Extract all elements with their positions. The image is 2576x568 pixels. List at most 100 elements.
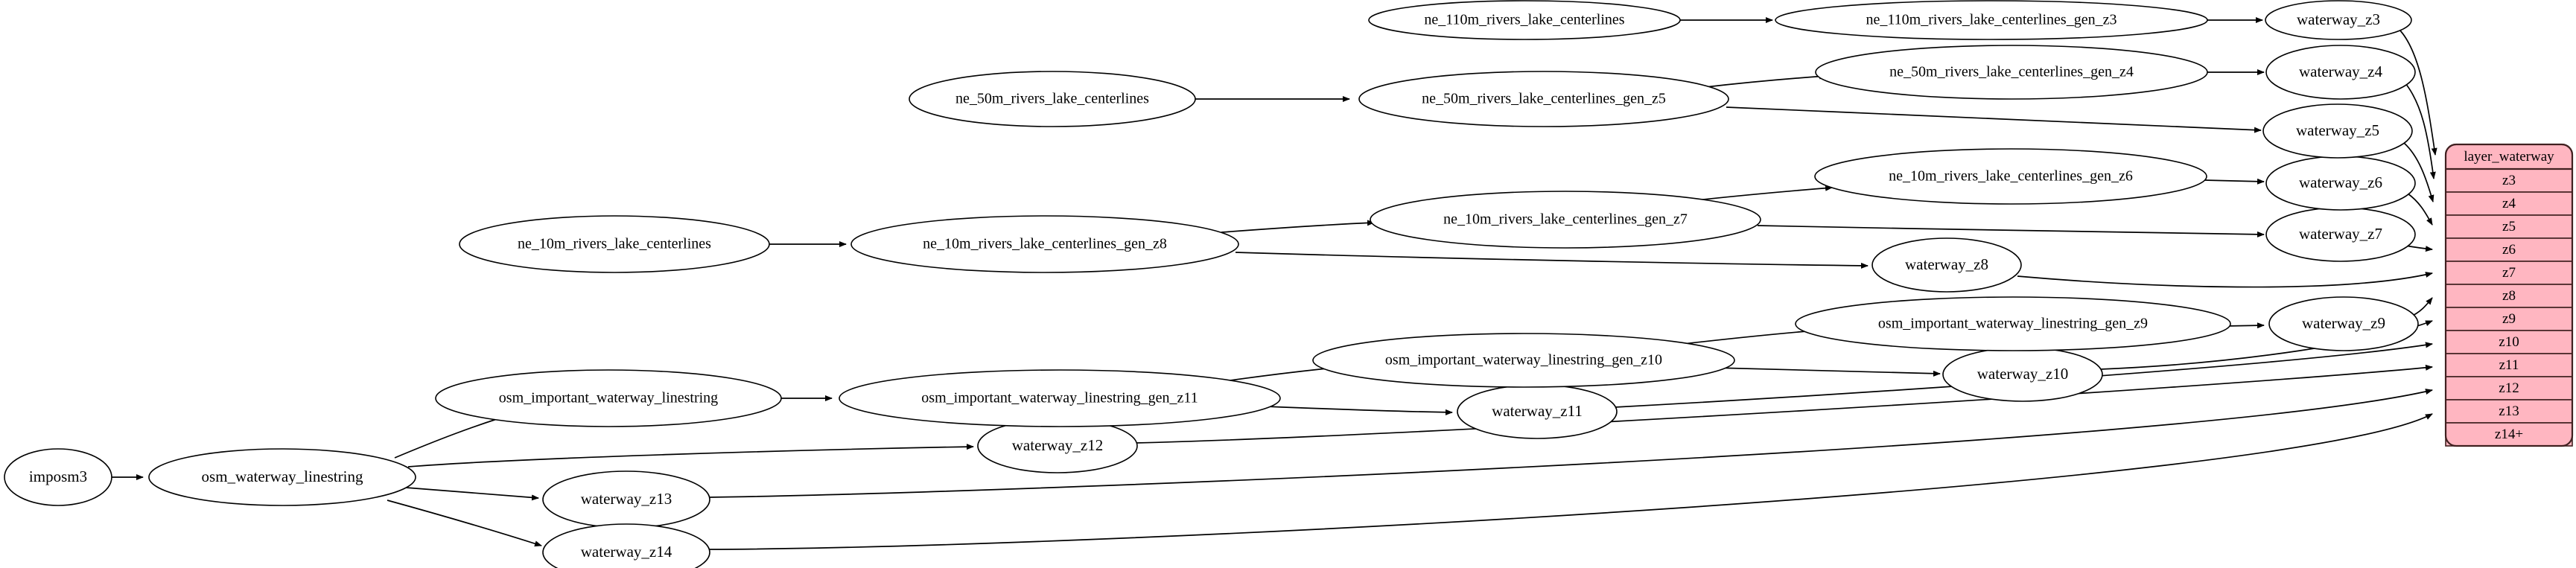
edge-path	[2405, 245, 2433, 252]
node-waterway_z12[interactable]: waterway_z12	[977, 418, 1138, 473]
record-row-z8[interactable]: z8	[2445, 284, 2573, 308]
record-row-label: z7	[2502, 265, 2516, 281]
edge-waterway_z8-to-layer_waterway.z8	[2017, 272, 2433, 288]
node-ne_50m_rivers_lake_centerlines_gen_z4[interactable]: ne_50m_rivers_lake_centerlines_gen_z4	[1815, 45, 2208, 100]
node-waterway_z14[interactable]: waterway_z14	[542, 523, 710, 568]
edge-ne_50m_rivers_lake_centerlines_gen_z5-to-ne_50m_rivers_lake_centerlines_gen_z4	[1705, 73, 1827, 88]
node-waterway_z13[interactable]: waterway_z13	[542, 470, 710, 529]
node-ne_10m_rivers_lake_centerlines_gen_z7[interactable]: ne_10m_rivers_lake_centerlines_gen_z7	[1370, 191, 1761, 249]
node-shape	[1368, 0, 1681, 40]
node-label: ne_110m_rivers_lake_centerlines	[1424, 12, 1624, 28]
node-waterway_z11[interactable]: waterway_z11	[1457, 384, 1618, 439]
node-shape	[148, 448, 416, 506]
edge-path	[1235, 252, 1869, 269]
edge-waterway_z3-to-layer_waterway.z3	[2399, 29, 2437, 156]
node-shape	[2262, 103, 2413, 159]
node-osm_important_waterway_linestring[interactable]: osm_important_waterway_linestring	[435, 369, 782, 427]
node-label: ne_50m_rivers_lake_centerlines_gen_z4	[1889, 64, 2134, 80]
node-label: waterway_z8	[1905, 255, 1988, 273]
edge-path	[2405, 83, 2436, 179]
record-row-z5[interactable]: z5	[2445, 214, 2573, 239]
node-waterway_z9[interactable]: waterway_z9	[2268, 296, 2419, 351]
node-shape	[2265, 0, 2412, 40]
record-row-z13[interactable]: z13	[2445, 399, 2573, 424]
edge-path	[707, 413, 2433, 550]
record-row-label: z8	[2502, 288, 2516, 304]
record-row-z12[interactable]: z12	[2445, 376, 2573, 401]
node-shape	[4, 448, 112, 506]
record-row-cell	[2445, 237, 2573, 262]
node-waterway_z4[interactable]: waterway_z4	[2265, 45, 2416, 100]
record-row-z7[interactable]: z7	[2445, 261, 2573, 285]
node-waterway_z7[interactable]: waterway_z7	[2265, 207, 2416, 262]
record-row-cell	[2445, 330, 2573, 354]
record-row-z14+[interactable]: z14+	[2445, 422, 2573, 447]
edge-waterway_z7-to-layer_waterway.z7	[2405, 245, 2433, 252]
edge-ne_10m_rivers_lake_centerlines_gen_z8-to-waterway_z8	[1235, 252, 1869, 269]
node-label: waterway_z13	[581, 490, 672, 508]
node-ne_10m_rivers_lake_centerlines_gen_z8[interactable]: ne_10m_rivers_lake_centerlines_gen_z8	[850, 215, 1239, 273]
node-waterway_z5[interactable]: waterway_z5	[2262, 103, 2413, 159]
node-waterway_z3[interactable]: waterway_z3	[2265, 0, 2412, 40]
node-ne_50m_rivers_lake_centerlines_gen_z5[interactable]: ne_50m_rivers_lake_centerlines_gen_z5	[1358, 71, 1729, 127]
node-osm_waterway_linestring[interactable]: osm_waterway_linestring	[148, 448, 416, 506]
record-header-label: layer_waterway	[2464, 149, 2554, 165]
node-label: ne_110m_rivers_lake_centerlines_gen_z3	[1866, 12, 2117, 28]
edge-path	[405, 487, 539, 501]
node-shape	[1795, 296, 2231, 351]
record-row-label: z5	[2502, 219, 2516, 234]
node-label: ne_50m_rivers_lake_centerlines	[955, 91, 1149, 107]
node-osm_important_waterway_linestring_gen_z10[interactable]: osm_important_waterway_linestring_gen_z1…	[1312, 333, 1735, 388]
node-waterway_z6[interactable]: waterway_z6	[2265, 156, 2416, 211]
record-row-cell	[2445, 307, 2573, 331]
node-label: waterway_z4	[2299, 63, 2382, 80]
node-ne_10m_rivers_lake_centerlines_gen_z6[interactable]: ne_10m_rivers_lake_centerlines_gen_z6	[1814, 148, 2207, 205]
node-shape	[1312, 333, 1735, 388]
node-ne_110m_rivers_lake_centerlines[interactable]: ne_110m_rivers_lake_centerlines	[1368, 0, 1681, 40]
node-shape	[1815, 45, 2208, 100]
node-label: waterway_z11	[1492, 402, 1583, 420]
node-osm_important_waterway_linestring_gen_z9[interactable]: osm_important_waterway_linestring_gen_z9	[1795, 296, 2231, 351]
record-row-z10[interactable]: z10	[2445, 330, 2573, 354]
record-row-label: z3	[2502, 173, 2516, 188]
node-label: ne_10m_rivers_lake_centerlines_gen_z7	[1443, 211, 1688, 228]
node-label: waterway_z14	[581, 543, 672, 561]
edge-path	[407, 444, 974, 468]
edge-ne_10m_rivers_lake_centerlines_gen_z7-to-waterway_z7	[1757, 225, 2265, 237]
record-row-z3[interactable]: z3	[2445, 168, 2573, 193]
edge-path	[2224, 322, 2265, 329]
edge-osm_waterway_linestring-to-waterway_z14	[387, 500, 542, 547]
node-shape	[1358, 71, 1729, 127]
node-ne_50m_rivers_lake_centerlines[interactable]: ne_50m_rivers_lake_centerlines	[909, 71, 1196, 127]
edge-waterway_z4-to-layer_waterway.z4	[2405, 83, 2436, 179]
record-row-z6[interactable]: z6	[2445, 237, 2573, 262]
record-table-border	[2444, 143, 2574, 447]
node-label: ne_50m_rivers_lake_centerlines_gen_z5	[1422, 91, 1666, 107]
node-label: osm_important_waterway_linestring_gen_z1…	[1385, 352, 1662, 368]
edge-path	[1705, 73, 1827, 88]
edge-path	[707, 389, 2433, 498]
record-row-z9[interactable]: z9	[2445, 307, 2573, 331]
node-label: osm_important_waterway_linestring_gen_z1…	[921, 390, 1198, 406]
node-shape	[1814, 148, 2207, 205]
node-ne_110m_rivers_lake_centerlines_gen_z3[interactable]: ne_110m_rivers_lake_centerlines_gen_z3	[1775, 0, 2208, 40]
edge-path	[2403, 142, 2435, 202]
record-row-z4[interactable]: z4	[2445, 191, 2573, 216]
node-waterway_z8[interactable]: waterway_z8	[1871, 237, 2022, 293]
node-label: waterway_z6	[2299, 173, 2382, 191]
edge-path	[1134, 364, 2433, 444]
node-layer: imposm3 osm_waterway_linestring waterway_z…	[4, 0, 2419, 568]
edge-path	[2407, 193, 2433, 226]
record-header-cell[interactable]: layer_waterway	[2464, 149, 2554, 165]
edge-osm_waterway_linestring-to-waterway_z12	[407, 444, 974, 468]
edge-waterway_z6-to-layer_waterway.z6	[2407, 193, 2433, 226]
node-shape	[2265, 45, 2416, 100]
node-waterway_z10[interactable]: waterway_z10	[1942, 347, 2103, 402]
node-ne_10m_rivers_lake_centerlines[interactable]: ne_10m_rivers_lake_centerlines	[459, 215, 770, 273]
record-row-label: z13	[2499, 403, 2519, 419]
node-imposm3[interactable]: imposm3	[4, 448, 112, 506]
node-osm_important_waterway_linestring_gen_z11[interactable]: osm_important_waterway_linestring_gen_z1…	[839, 369, 1281, 427]
edge-layer	[112, 17, 2437, 550]
record-row-z11[interactable]: z11	[2445, 353, 2573, 377]
